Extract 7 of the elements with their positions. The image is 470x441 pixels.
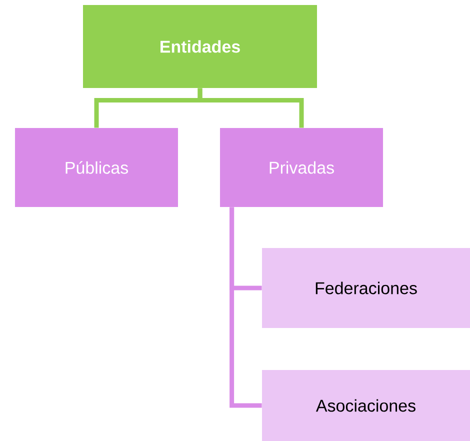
connector-line	[198, 88, 304, 128]
item-box: Federaciones	[262, 248, 470, 328]
category-box: Privadas	[220, 128, 383, 207]
category-box: Públicas	[15, 128, 178, 207]
connector-line	[230, 207, 262, 408]
root-box: Entidades	[83, 5, 317, 88]
item-box: Asociaciones	[262, 370, 470, 441]
